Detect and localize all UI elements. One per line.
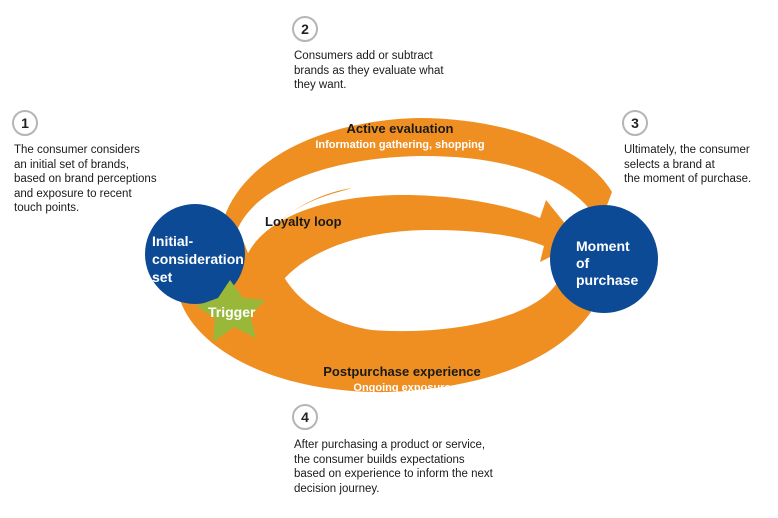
outer-loop-arc xyxy=(179,118,612,393)
active-evaluation-subtitle: Information gathering, shopping xyxy=(315,139,484,151)
initial-consideration-set-circle xyxy=(145,204,245,304)
postpurchase-subtitle: Ongoing exposure xyxy=(353,382,450,394)
initial-set-label-line-1: Initial- xyxy=(152,233,194,249)
step-1-badge: 1 xyxy=(12,110,38,136)
step-4-description: After purchasing a product or service, t… xyxy=(294,439,493,495)
step-3-description: Ultimately, the consumer selects a brand… xyxy=(624,144,752,185)
step-2-description: Consumers add or subtract brands as they… xyxy=(294,50,444,91)
postpurchase-title: Postpurchase experience xyxy=(323,364,481,379)
step-4-badge: 4 xyxy=(292,404,318,430)
step-2-badge: 2 xyxy=(292,16,318,42)
trigger-label: Trigger xyxy=(208,304,256,320)
step-1-description: The consumer considers an initial set of… xyxy=(14,144,157,214)
loyalty-loop-arrow xyxy=(244,195,580,286)
trigger-star-icon xyxy=(196,280,265,342)
moment-label-line-3: purchase xyxy=(576,272,638,288)
moment-label-line-2: of xyxy=(576,255,590,271)
active-evaluation-title: Active evaluation xyxy=(347,121,454,136)
moment-of-purchase-circle xyxy=(550,205,658,313)
initial-set-label-line-3: set xyxy=(152,269,173,285)
initial-set-label-line-2: consideration xyxy=(152,251,244,267)
moment-label-line-1: Moment xyxy=(576,238,630,254)
step-3-badge: 3 xyxy=(622,110,648,136)
loyalty-loop-title: Loyalty loop xyxy=(265,214,342,229)
